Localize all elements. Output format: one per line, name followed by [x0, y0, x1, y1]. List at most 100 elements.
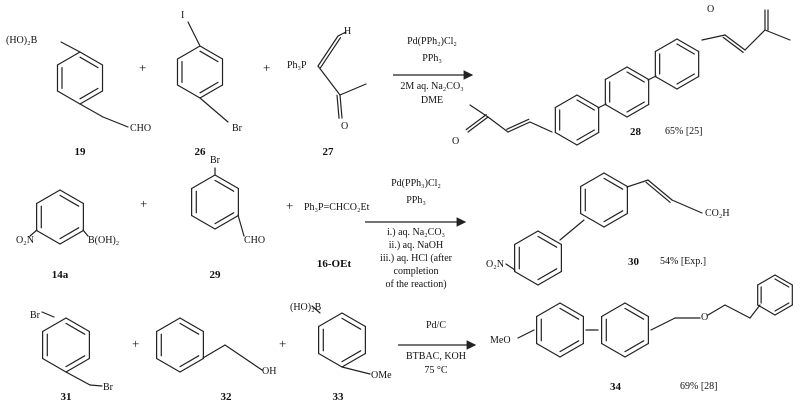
bond	[79, 87, 99, 100]
bond	[624, 342, 649, 358]
bond	[202, 344, 226, 359]
bond	[626, 101, 645, 113]
bond	[317, 35, 339, 67]
r2-condition: iii.) aq. HCl (after	[380, 253, 452, 264]
bond	[465, 113, 487, 131]
bond	[102, 116, 129, 128]
bond	[56, 90, 81, 105]
compound-number-16-oet: 16-OEt	[316, 258, 352, 270]
bond	[601, 302, 626, 318]
r1-bromo-label: Br	[232, 123, 242, 134]
bond	[56, 51, 81, 66]
bond	[554, 131, 578, 146]
r2-condition: ii.) aq. NaOH	[388, 240, 444, 251]
bond	[576, 94, 600, 109]
r3-product-methoxy-label: MeO	[490, 335, 511, 346]
bond	[65, 322, 86, 335]
bond	[191, 214, 216, 230]
compound-number-26: 26	[194, 146, 206, 158]
r3-condition: BTBAC, KOH	[405, 351, 467, 362]
bond	[514, 270, 539, 286]
bond	[318, 312, 343, 328]
bond	[624, 307, 645, 320]
bond	[601, 342, 626, 358]
bond	[559, 340, 580, 353]
bond	[79, 103, 104, 118]
bond	[603, 172, 628, 188]
bond	[757, 304, 776, 316]
bond	[65, 357, 90, 373]
bond	[337, 31, 347, 37]
plus-sign: +	[286, 198, 294, 213]
bond	[707, 304, 726, 316]
bond	[537, 230, 562, 246]
bond	[191, 174, 216, 190]
bond	[214, 174, 239, 190]
bond	[60, 41, 81, 53]
bond	[317, 65, 341, 96]
r3-benzyl-bromo-label: Br	[103, 382, 113, 393]
bond	[744, 29, 766, 51]
bond	[576, 99, 595, 111]
bond	[36, 229, 61, 245]
bond	[559, 302, 584, 318]
bond	[604, 103, 628, 118]
bond	[701, 34, 726, 41]
bond	[603, 210, 624, 223]
bond	[654, 75, 678, 90]
bond	[514, 230, 539, 246]
r1-boronic-label: (HO)₂B	[6, 35, 38, 46]
r2-product-nitro-label: O₂N	[486, 259, 504, 270]
r2-nitro-label: O₂N	[16, 235, 34, 246]
r3-methoxy-label: OMe	[371, 370, 392, 381]
bond	[79, 51, 104, 66]
bond	[89, 384, 103, 387]
bond	[41, 311, 55, 318]
bond	[626, 103, 650, 118]
bond	[559, 219, 585, 241]
r1-product-o-bottom: O	[452, 136, 460, 147]
bond	[676, 38, 700, 53]
bond	[341, 366, 371, 375]
compound-number-34: 34	[610, 381, 621, 393]
bond	[603, 177, 624, 190]
bond	[724, 34, 746, 51]
bond	[764, 29, 791, 41]
bond	[179, 355, 200, 368]
bond	[624, 302, 649, 318]
bond	[537, 268, 558, 281]
bond	[647, 179, 673, 201]
bond	[82, 229, 89, 237]
bond	[774, 278, 790, 288]
bond	[176, 84, 201, 99]
bond	[647, 75, 657, 81]
r2-product-acid-label: CO₂H	[705, 208, 730, 219]
compound-number-19: 19	[74, 146, 86, 158]
bond	[650, 317, 676, 331]
bond	[487, 116, 509, 133]
r3-product-ether-o: O	[701, 312, 709, 323]
bond	[214, 212, 235, 225]
bond	[626, 71, 645, 83]
bond	[676, 43, 695, 55]
bond	[576, 131, 600, 146]
bond	[517, 329, 535, 339]
r3-condition: 75 °C	[424, 365, 448, 376]
compound-number-28: 28	[630, 126, 641, 138]
r1-condition: PPh₃	[422, 53, 442, 64]
r2-boronic-label: B(OH)₂	[88, 235, 120, 246]
compound-number-32: 32	[220, 391, 232, 403]
bond	[339, 94, 343, 119]
bond	[59, 194, 80, 207]
bond	[580, 172, 605, 188]
bond	[319, 37, 342, 69]
r1-condition: DME	[420, 95, 444, 106]
r2-ylide-label: Ph₃P=CHCO₂Et	[304, 202, 370, 213]
bond	[536, 342, 561, 358]
bond	[199, 81, 219, 94]
bond	[603, 212, 628, 228]
bond	[42, 357, 67, 373]
bond	[341, 352, 366, 368]
bond	[604, 66, 628, 81]
